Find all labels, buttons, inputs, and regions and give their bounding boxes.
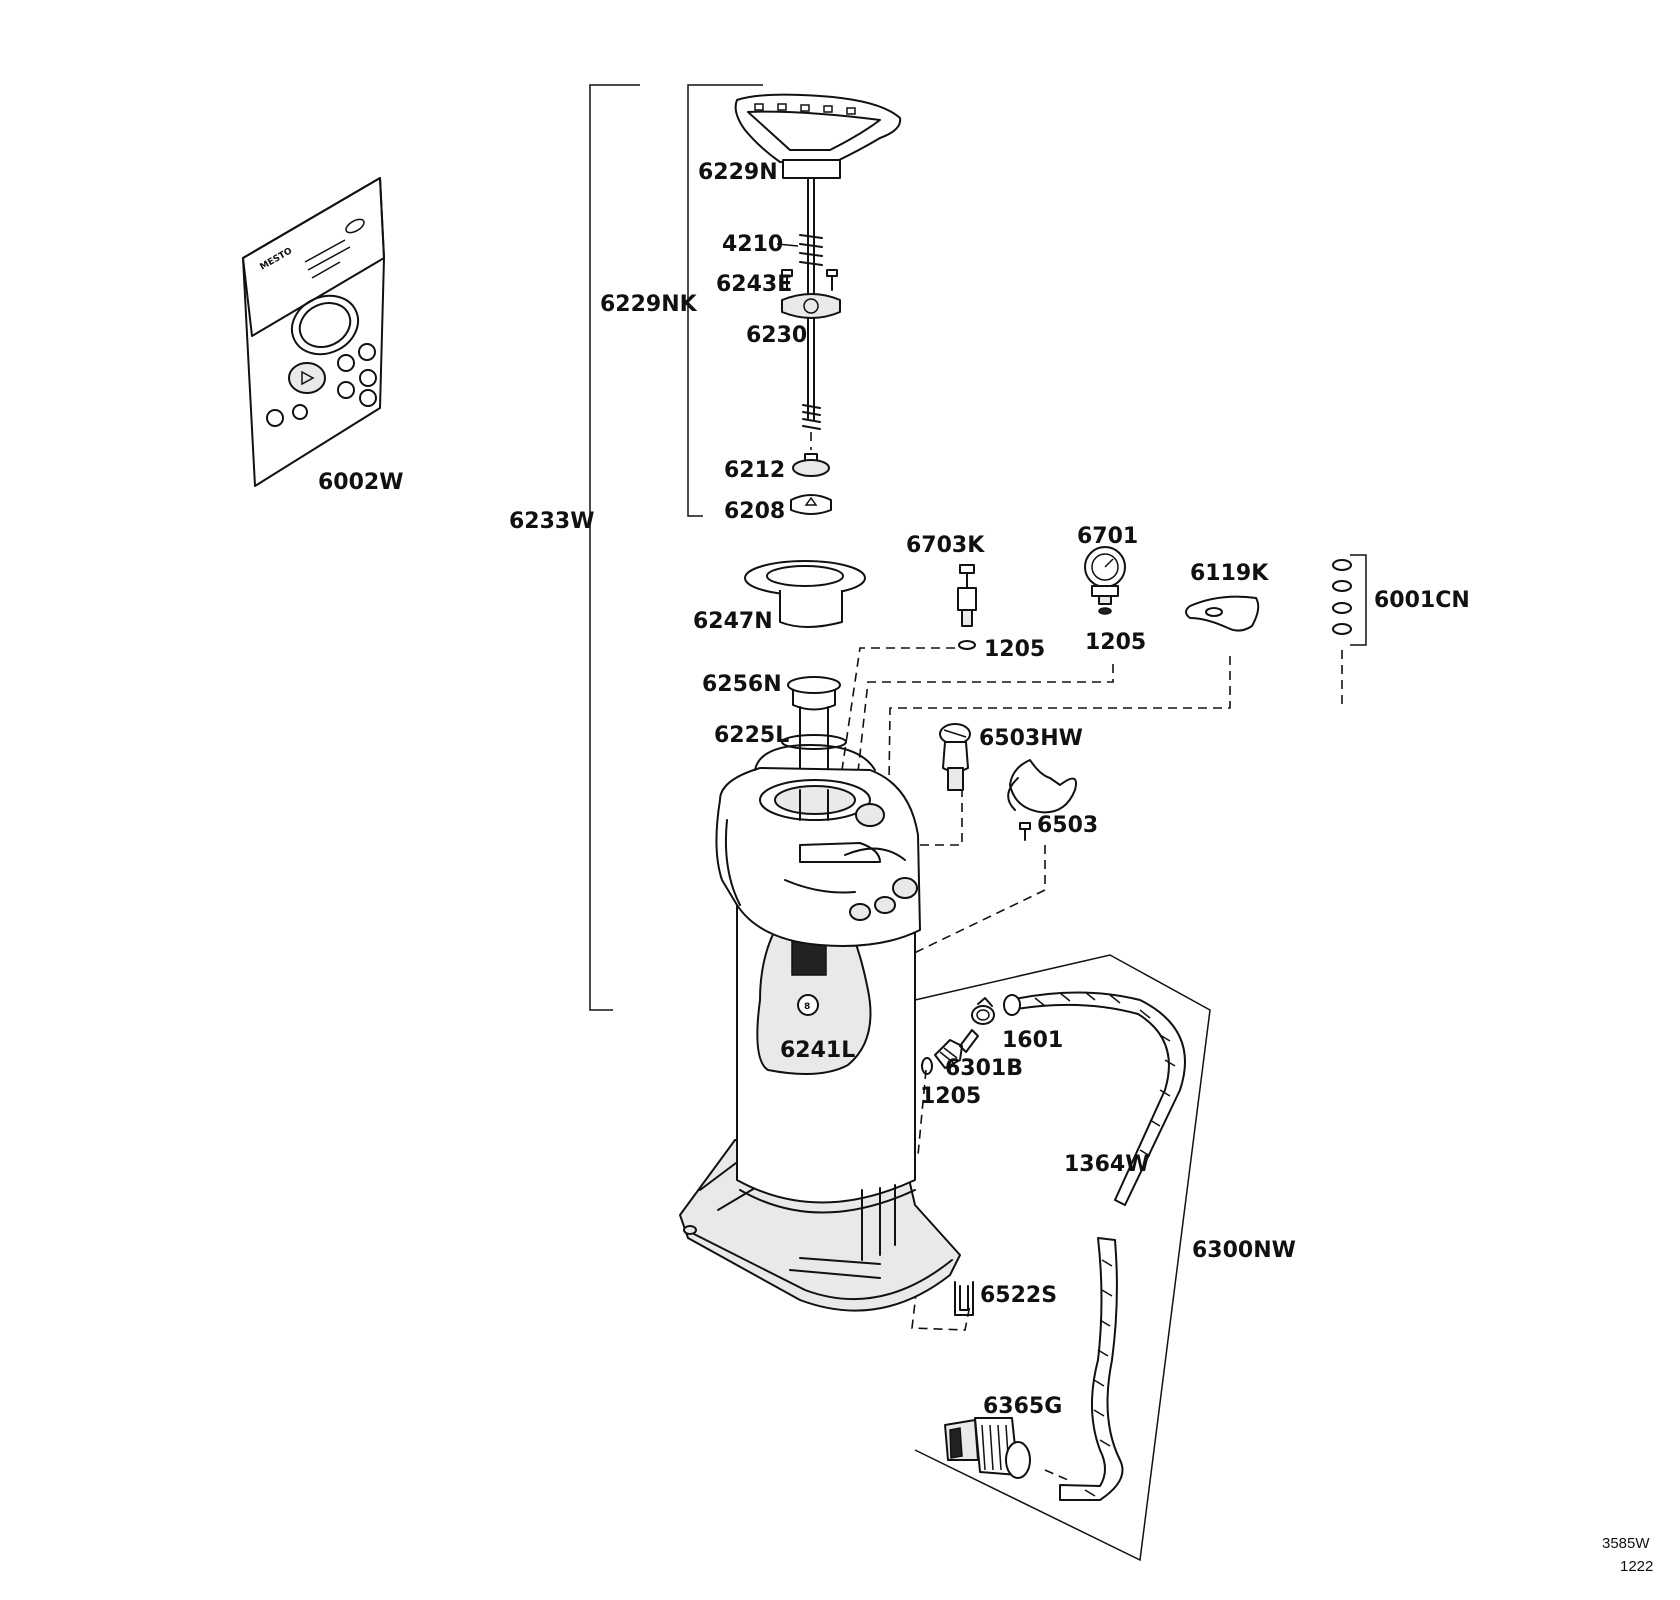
pressure-gauge-6701 [1084, 546, 1126, 615]
oring-6225L [781, 734, 847, 750]
label-6212: 6212 [724, 458, 785, 483]
plate-6119K [1185, 595, 1260, 632]
label-6522S: 6522S [980, 1283, 1057, 1308]
hose-1364W [1003, 991, 1186, 1501]
label-6300NW: 6300NW [1192, 1238, 1296, 1263]
hose-clamp-1601 [971, 997, 995, 1025]
label-6229NK: 6229NK [600, 292, 698, 317]
valve-6208 [790, 494, 832, 515]
label-6233W: 6233W [509, 509, 595, 534]
reference-date: 1222 [1620, 1558, 1653, 1575]
label-6230: 6230 [746, 323, 807, 348]
label-6301B: 6301B [945, 1056, 1023, 1081]
hook-clip-6503 [1007, 759, 1077, 841]
screws-6243E [781, 269, 838, 291]
label-1601: 1601 [1002, 1028, 1063, 1053]
seal-kit-package: MESTO 6002W [242, 177, 404, 495]
label-6229N: 6229N [698, 160, 778, 185]
label-1205-c: 1205 [920, 1084, 981, 1109]
hose-fitting-6301B [934, 1029, 979, 1069]
seal-set-6001CN [1332, 559, 1352, 635]
label-6703K: 6703K [906, 533, 985, 558]
funnel-6247N [744, 560, 866, 628]
pump-handle [734, 93, 902, 179]
label-6701: 6701 [1077, 524, 1138, 549]
label-4210: 4210 [722, 232, 783, 257]
label-1205-a: 1205 [984, 637, 1045, 662]
pump-cylinder-6256N [787, 676, 841, 801]
label-6256N: 6256N [702, 672, 782, 697]
hose-connector-6365G [944, 1417, 1031, 1479]
svg-text:8: 8 [804, 1002, 810, 1012]
washer-1205-a [958, 640, 976, 650]
label-6225L: 6225L [714, 723, 789, 748]
label-1364W: 1364W [1064, 1152, 1150, 1177]
label-6365G: 6365G [983, 1394, 1062, 1419]
washer-1205-c [921, 1057, 933, 1075]
hose-assembly-bracket [914, 954, 1211, 1562]
knob-6503HW [939, 723, 971, 791]
assembly-lines [841, 647, 1343, 1481]
label-6243E: 6243E [716, 272, 792, 297]
rod-guide-6230 [781, 293, 841, 319]
label-6119K: 6119K [1190, 561, 1269, 586]
sprayer-tank: 8 [679, 744, 961, 1312]
label-6503: 6503 [1037, 813, 1098, 838]
label-6002W: 6002W [318, 470, 404, 495]
label-6241L: 6241L [780, 1038, 855, 1063]
label-1205-b: 1205 [1085, 630, 1146, 655]
reference-code: 3585W [1602, 1535, 1650, 1552]
u-clip-6522S [954, 1281, 974, 1316]
label-6001CN: 6001CN [1374, 588, 1470, 613]
valve-6703K [957, 564, 977, 627]
label-6208: 6208 [724, 499, 785, 524]
assembly-brackets [589, 84, 1367, 1011]
label-6247N: 6247N [693, 609, 773, 634]
label-6503HW: 6503HW [979, 726, 1083, 751]
valve-6212 [792, 453, 830, 477]
